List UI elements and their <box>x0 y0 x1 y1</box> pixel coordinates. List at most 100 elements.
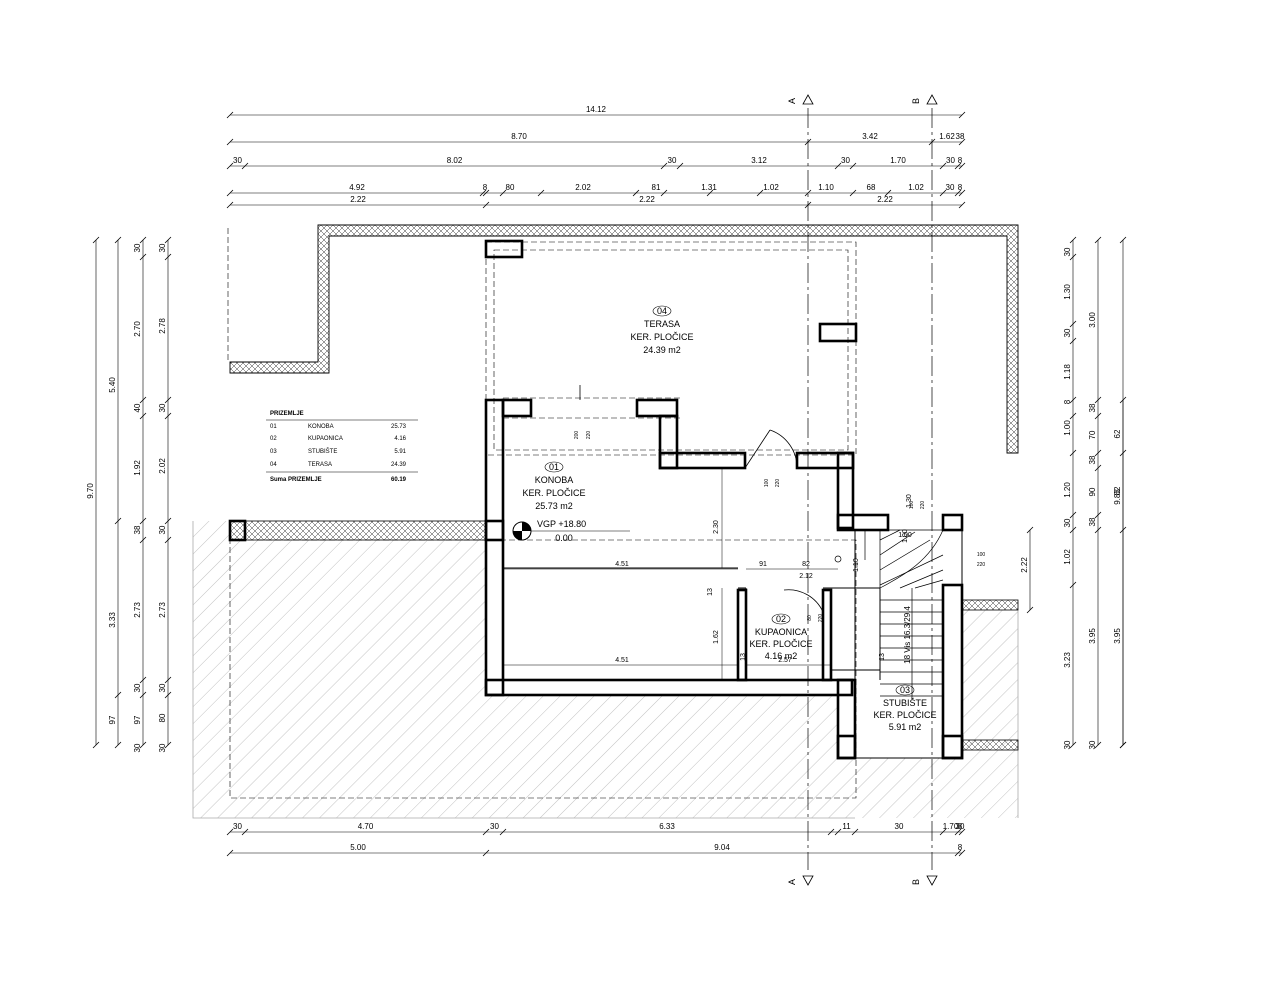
dim-label: 1.62 <box>939 132 955 141</box>
inner-dim-label: 1.00 <box>898 532 912 539</box>
row-no: 04 <box>270 462 277 468</box>
terrain-hatch <box>192 521 1019 819</box>
door-dim-label: 100 <box>909 501 915 510</box>
row-area: 24.39 <box>391 462 407 468</box>
dim-label: 70 <box>1088 430 1097 439</box>
room-area: 4.16 m2 <box>765 651 798 661</box>
dim-label: 30 <box>946 183 955 192</box>
inner-dim-label: 4.51 <box>615 657 629 664</box>
dim-label: 2.78 <box>158 318 167 334</box>
room-finish: KER. PLOČICE <box>873 710 936 720</box>
row-name: STUBIŠTE <box>308 448 337 455</box>
dim-label: 30 <box>1088 740 1097 749</box>
dim-label: 80 <box>158 713 167 722</box>
dim-label: 30 <box>133 683 142 692</box>
room-finish: KER. PLOČICE <box>630 332 693 342</box>
dim-label: 97 <box>108 715 117 724</box>
row-area: 25.73 <box>391 424 407 430</box>
dim-label: 38 <box>1088 517 1097 526</box>
dim-label: 97 <box>133 715 142 724</box>
room-name: TERASA <box>644 319 680 329</box>
room-name: KONOBA <box>535 475 574 485</box>
dim-label: 8.70 <box>511 132 527 141</box>
row-no: 01 <box>270 424 277 430</box>
dim-label: 2.73 <box>133 602 142 618</box>
door-dim-label: 220 <box>920 501 926 510</box>
dim-label: 30 <box>1063 518 1072 527</box>
door-dim-label: 100 <box>764 479 770 488</box>
dim-label: 30 <box>233 156 242 165</box>
door-swings <box>579 385 824 613</box>
dim-label: 3.42 <box>862 132 878 141</box>
row-name: KONOBA <box>308 424 334 430</box>
inner-dim-label: 13 <box>740 653 747 661</box>
dim-label: 1.31 <box>701 183 717 192</box>
dim-label: 1.02 <box>908 183 924 192</box>
level-value: 0.00 <box>555 533 573 543</box>
dim-chain-h: 14.12 <box>226 105 966 119</box>
dim-label: 30 <box>946 156 955 165</box>
dim-label: 2.02 <box>158 458 167 474</box>
table-row: 02 KUPAONICA 4.16 <box>270 436 407 442</box>
dim-label: 4.92 <box>349 183 365 192</box>
section-b-top: B <box>911 98 921 104</box>
room-name: STUBIŠTE <box>883 698 927 708</box>
dim-label: 5.00 <box>350 843 366 852</box>
dim-label: 11 <box>842 822 851 831</box>
table-row: 03 STUBIŠTE 5.91 <box>270 448 407 455</box>
room-terasa: 04 TERASA KER. PLOČICE 24.39 m2 <box>630 305 694 355</box>
dim-label: 2.22 <box>877 195 893 204</box>
door-dim-label: 200 <box>574 431 580 440</box>
dim-label: 3.23 <box>1063 652 1072 668</box>
level-marker <box>512 521 630 541</box>
dim-label: 2.22 <box>639 195 655 204</box>
row-area: 4.16 <box>394 436 406 442</box>
dim-label: 1.70 <box>943 822 959 831</box>
row-no: 03 <box>270 449 277 455</box>
dim-chain-v: 9.70 <box>86 236 100 749</box>
dim-label: 30 <box>895 822 904 831</box>
dim-label: 8 <box>958 183 963 192</box>
dim-label: 1.70 <box>890 156 906 165</box>
dim-label: 38 <box>1088 455 1097 464</box>
room-area: 5.91 m2 <box>889 722 922 732</box>
inner-dim-label: 1.00 <box>902 529 909 543</box>
dim-label: 2.22 <box>350 195 366 204</box>
dim-label: 8 <box>958 822 963 831</box>
dim-label: 8 <box>483 183 488 192</box>
dim-chain-h: 2.22 2.22 2.22 <box>226 195 966 209</box>
door-dim-label: 220 <box>775 479 781 488</box>
room-area: 25.73 m2 <box>535 501 573 511</box>
dim-label: 2.73 <box>158 602 167 618</box>
row-name: KUPAONICA <box>308 436 343 442</box>
dim-label: 8 <box>1063 399 1072 404</box>
dim-label: 9.04 <box>714 843 730 852</box>
dim-label: 4.70 <box>358 822 374 831</box>
room-number: 04 <box>657 306 667 316</box>
dim-label: 2.02 <box>575 183 591 192</box>
dim-chain-h: 5.00 9.04 8 <box>226 843 966 857</box>
dim-label: 1.00 <box>1063 420 1072 436</box>
row-name: TERASA <box>308 462 332 468</box>
table-title: PRIZEMLJE <box>270 411 304 417</box>
dim-label: 62 <box>1113 429 1122 438</box>
dim-label: 90 <box>1088 487 1097 496</box>
dim-label: 30 <box>158 243 167 252</box>
stair-label: 18 Vis 16.3/29.4 <box>903 606 912 664</box>
section-a-bottom: A <box>787 879 797 885</box>
dim-label: 1.10 <box>818 183 834 192</box>
inner-dim-label: 4.51 <box>615 561 629 568</box>
dim-label: 30 <box>1063 328 1072 337</box>
dim-label: 1.92 <box>133 460 142 476</box>
level-label: VGP +18.80 <box>537 519 586 529</box>
room-number: 01 <box>549 462 559 472</box>
dim-label: 8 <box>958 843 963 852</box>
dim-label: 3.95 <box>1113 628 1122 644</box>
room-kupaonica: 02 KUPAONICA KER. PLOČICE 4.16 m2 <box>749 613 813 661</box>
